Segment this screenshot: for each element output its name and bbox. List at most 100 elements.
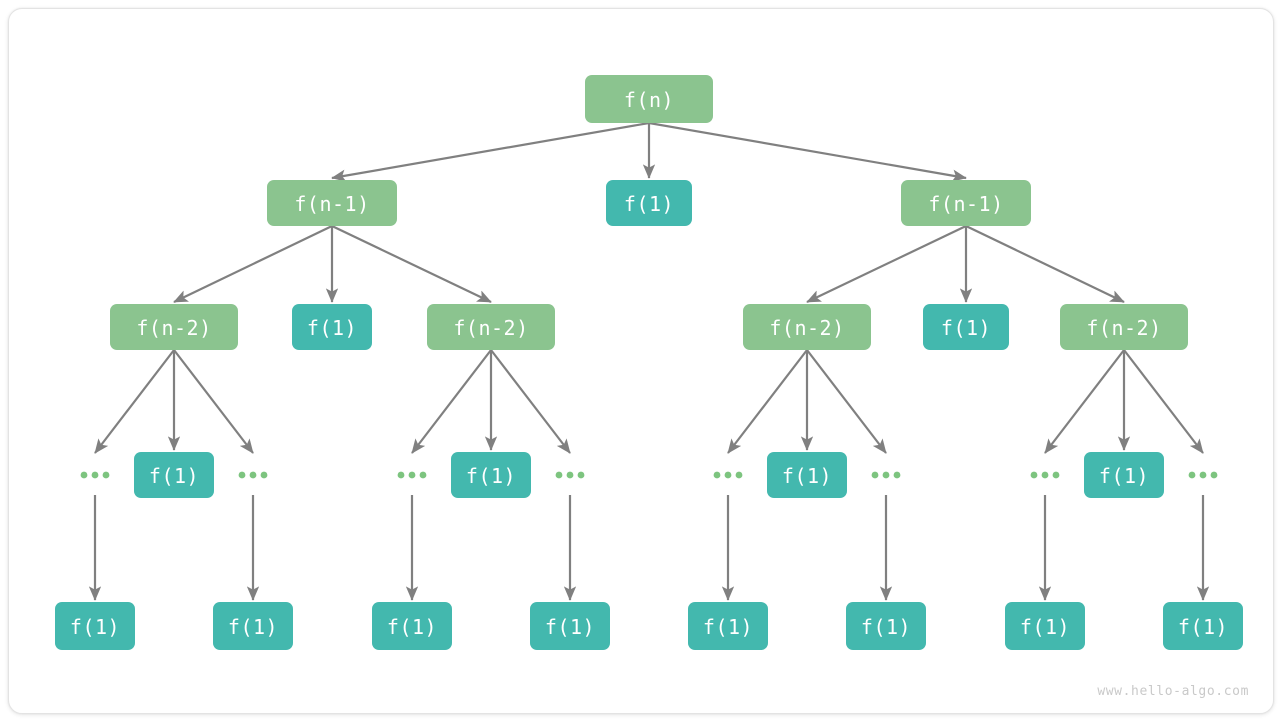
ellipsis-dot (1210, 471, 1218, 479)
tree-edge (965, 225, 1125, 303)
node-box (688, 602, 768, 650)
node-box (530, 602, 610, 650)
node-box (427, 304, 555, 350)
node-box (585, 75, 713, 123)
node-box (1005, 602, 1085, 650)
tree-edge (173, 225, 333, 303)
tree-edge (727, 349, 808, 454)
node-label: f(1) (545, 615, 595, 639)
node-label: f(1) (387, 615, 437, 639)
ellipsis-node[interactable]: ... (80, 471, 110, 479)
ellipsis-dot (80, 471, 88, 479)
node-label: f(n) (624, 88, 674, 112)
tree-edge (648, 121, 967, 182)
node-box (1163, 602, 1243, 650)
node-box (213, 602, 293, 650)
tree-node-base[interactable]: f(1) (213, 602, 293, 650)
node-label: f(1) (466, 464, 516, 488)
ellipsis-dot (249, 471, 257, 479)
watermark: www.hello-algo.com (1097, 684, 1249, 699)
tree-node-base[interactable]: f(1) (55, 602, 135, 650)
node-box (743, 304, 871, 350)
tree-node-base[interactable]: f(1) (688, 602, 768, 650)
node-box (134, 452, 214, 498)
recursion-tree-canvas: f(n) f(n-1) f(1) f(n-1) f(n-2) f(1) f(n-2) f(n-… (55, 75, 1249, 699)
node-box (901, 180, 1031, 226)
node-box (846, 602, 926, 650)
node-label: f(1) (1020, 615, 1070, 639)
tree-node-base[interactable]: f(1) (846, 602, 926, 650)
tree-node-base[interactable]: f(1) (1163, 602, 1243, 650)
node-label: f(n-1) (928, 192, 1003, 216)
ellipsis-node[interactable]: ... (871, 471, 901, 479)
node-box (451, 452, 531, 498)
tree-node-recursive[interactable]: f(n-1) (267, 180, 397, 226)
node-box (1060, 304, 1188, 350)
node-box (110, 304, 238, 350)
node-label: f(1) (307, 316, 357, 340)
node-label: f(1) (703, 615, 753, 639)
tree-edge (490, 349, 571, 454)
node-label: f(1) (1178, 615, 1228, 639)
ellipsis-dot (1052, 471, 1060, 479)
tree-node-recursive[interactable]: f(n) (585, 75, 713, 123)
tree-node-base[interactable]: f(1) (292, 304, 372, 350)
tree-node-base[interactable]: f(1) (134, 452, 214, 498)
ellipsis-dot (419, 471, 427, 479)
node-label: f(n-1) (294, 192, 369, 216)
tree-node-base[interactable]: f(1) (606, 180, 692, 226)
node-layer: f(n) f(n-1) f(1) f(n-1) f(n-2) f(1) f(n-2) f(n-… (55, 75, 1243, 650)
ellipsis-node[interactable]: ... (1030, 471, 1060, 479)
ellipsis-node[interactable]: ... (555, 471, 585, 479)
ellipsis-dot (91, 471, 99, 479)
tree-node-recursive[interactable]: f(n-2) (427, 304, 555, 350)
tree-node-base[interactable]: f(1) (530, 602, 610, 650)
tree-edge (411, 349, 492, 454)
node-box (1084, 452, 1164, 498)
tree-node-recursive[interactable]: f(n-1) (901, 180, 1031, 226)
ellipsis-dot (882, 471, 890, 479)
ellipsis-dot (238, 471, 246, 479)
node-box (767, 452, 847, 498)
node-label: f(1) (861, 615, 911, 639)
node-label: f(1) (149, 464, 199, 488)
node-box (606, 180, 692, 226)
tree-node-base[interactable]: f(1) (767, 452, 847, 498)
tree-node-base[interactable]: f(1) (1084, 452, 1164, 498)
ellipsis-node[interactable]: ... (713, 471, 743, 479)
tree-edge (173, 349, 254, 454)
ellipsis-dot (408, 471, 416, 479)
node-box (55, 602, 135, 650)
node-label: f(n-2) (1086, 316, 1161, 340)
node-label: f(1) (782, 464, 832, 488)
node-label: f(n-2) (769, 316, 844, 340)
tree-edge (1044, 349, 1125, 454)
ellipsis-node[interactable]: ... (238, 471, 268, 479)
ellipsis-dot (871, 471, 879, 479)
node-label: f(1) (624, 192, 674, 216)
node-label: f(n-2) (453, 316, 528, 340)
tree-node-base[interactable]: f(1) (372, 602, 452, 650)
tree-edge (1123, 349, 1204, 454)
ellipsis-node[interactable]: ... (1188, 471, 1218, 479)
node-box (267, 180, 397, 226)
tree-node-base[interactable]: f(1) (923, 304, 1009, 350)
ellipsis-dot (397, 471, 405, 479)
tree-edge (806, 349, 887, 454)
ellipsis-dot (1188, 471, 1196, 479)
tree-node-recursive[interactable]: f(n-2) (1060, 304, 1188, 350)
ellipsis-dot (1199, 471, 1207, 479)
ellipsis-node[interactable]: ... (397, 471, 427, 479)
node-label: f(1) (70, 615, 120, 639)
tree-node-base[interactable]: f(1) (451, 452, 531, 498)
ellipsis-dot (577, 471, 585, 479)
ellipsis-dot (713, 471, 721, 479)
node-label: f(n-2) (136, 316, 211, 340)
ellipsis-dot (724, 471, 732, 479)
tree-edge (331, 225, 492, 303)
tree-node-recursive[interactable]: f(n-2) (110, 304, 238, 350)
tree-node-base[interactable]: f(1) (1005, 602, 1085, 650)
tree-node-recursive[interactable]: f(n-2) (743, 304, 871, 350)
ellipsis-dot (555, 471, 563, 479)
edge-layer (88, 121, 1210, 601)
